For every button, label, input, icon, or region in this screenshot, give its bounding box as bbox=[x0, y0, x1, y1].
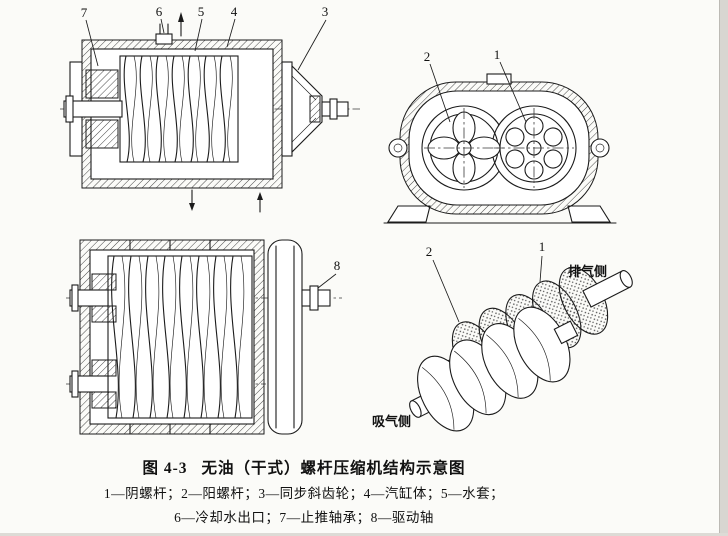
view-longitudinal-section: 7 6 5 4 3 bbox=[60, 4, 360, 213]
callout-8: 8 bbox=[334, 258, 341, 273]
screw-rotors bbox=[111, 255, 245, 419]
figure-caption: 图 4-3 无油（干式）螺杆压缩机结构示意图 bbox=[0, 456, 608, 478]
discharge-side-label: 排气侧 bbox=[568, 264, 607, 280]
view-rotor-pair: 2 1 排气侧 吸气侧 bbox=[372, 239, 633, 432]
page-edge-bottom bbox=[0, 533, 728, 536]
callout-5: 5 bbox=[198, 4, 205, 19]
side-boss-left bbox=[388, 138, 408, 158]
side-boss-right bbox=[590, 138, 610, 158]
callout-2: 2 bbox=[426, 244, 433, 259]
view-end-section: 2 1 bbox=[383, 47, 617, 224]
male-rotor-section bbox=[424, 108, 504, 188]
coupling-disc bbox=[267, 239, 303, 435]
bearing-top-upper bbox=[91, 273, 117, 291]
callout-6: 6 bbox=[156, 4, 163, 19]
synchro-gear bbox=[309, 95, 321, 123]
mounting-foot-left bbox=[387, 205, 431, 223]
flow-arrow-up bbox=[178, 12, 184, 37]
callout-3: 3 bbox=[322, 4, 329, 19]
flow-arrow-down bbox=[189, 189, 195, 211]
callout-2: 2 bbox=[424, 49, 431, 64]
bearing-top-lower bbox=[91, 305, 117, 323]
figure-number: 图 4-3 bbox=[142, 460, 188, 477]
bearing-bottom-lower bbox=[91, 391, 117, 409]
figure-title: 无油（干式）螺杆压缩机结构示意图 bbox=[201, 460, 466, 477]
bearing-bottom-upper bbox=[91, 359, 117, 377]
callout-1: 1 bbox=[539, 239, 546, 254]
mounting-foot-right bbox=[567, 205, 611, 223]
shaft-end-washer bbox=[65, 95, 74, 123]
discharge-flange bbox=[281, 61, 293, 157]
legend-line-1: 1—阴螺杆；2—阳螺杆；3—同步斜齿轮；4—汽缸体；5—水套； bbox=[103, 486, 505, 501]
thrust-bearing-lower bbox=[85, 119, 119, 149]
rotor-shaft-bottom bbox=[69, 375, 109, 393]
top-flange bbox=[486, 73, 512, 85]
flow-arrow-up-2 bbox=[257, 192, 263, 213]
shaft-collar bbox=[329, 98, 338, 120]
female-rotor-section bbox=[494, 108, 574, 188]
suction-side-label: 吸气侧 bbox=[372, 414, 411, 430]
view-drive-section: 8 bbox=[66, 239, 342, 435]
callout-7: 7 bbox=[81, 5, 88, 20]
cooling-water-outlet bbox=[155, 23, 173, 45]
callout-4: 4 bbox=[231, 4, 238, 19]
callout-1: 1 bbox=[494, 47, 501, 62]
thrust-bearing-upper bbox=[85, 69, 119, 99]
rotor-shaft-left bbox=[63, 100, 123, 118]
page-edge-right bbox=[719, 0, 728, 536]
rotor-shaft-top bbox=[69, 289, 109, 307]
legend-line-2: 6—冷却水出口；7—止推轴承；8—驱动轴 bbox=[174, 510, 434, 525]
male-screw-rotor bbox=[409, 306, 579, 432]
gear-housing-cone bbox=[291, 64, 323, 154]
screw-rotors bbox=[123, 55, 233, 163]
drive-shaft-collar bbox=[309, 285, 319, 311]
